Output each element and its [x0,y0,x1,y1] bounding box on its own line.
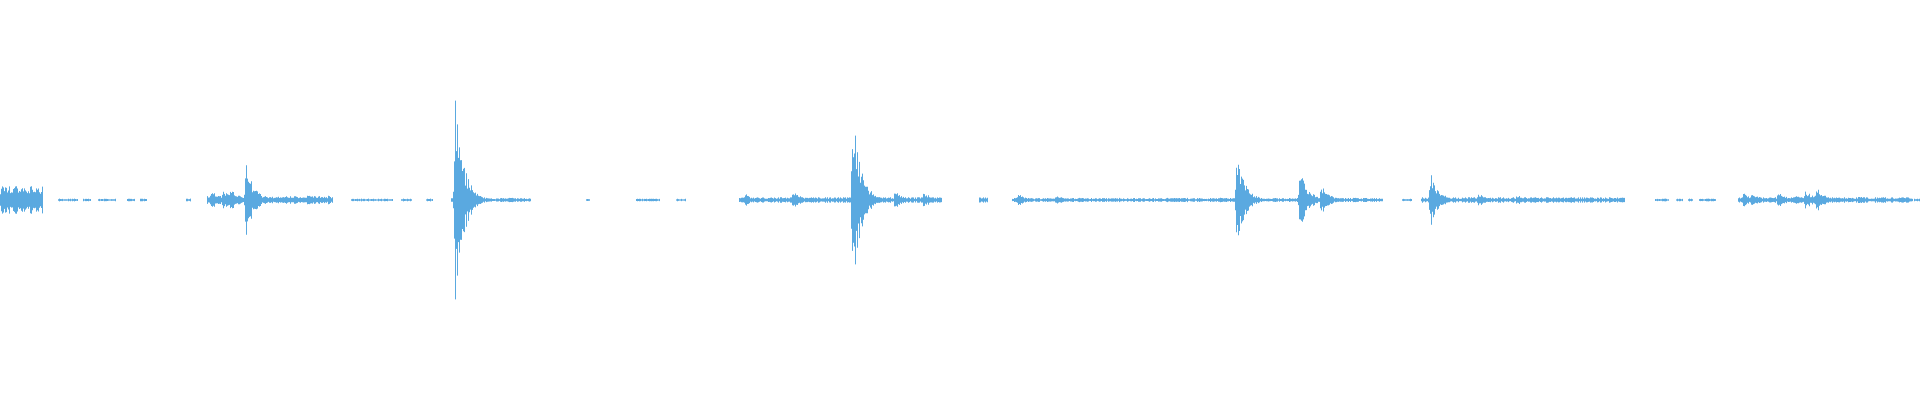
waveform-segment [1676,198,1683,202]
waveform-segment [1688,198,1693,202]
waveform-segment [98,198,116,202]
waveform-peaks [0,100,1920,300]
waveform-segment [186,198,191,202]
waveform-segment [1655,198,1669,202]
waveform-segment [401,198,412,202]
waveform-segment [1012,164,1383,236]
waveform-segment [979,197,988,203]
waveform-segment [58,198,78,202]
waveform-segment [636,198,660,202]
waveform-segment [127,198,135,202]
waveform-segment [426,198,433,202]
waveform-segment [1699,198,1716,202]
waveform-segment [1402,198,1412,202]
waveform-segment [676,198,686,202]
waveform-segment [586,199,590,201]
waveform-segment [451,100,531,300]
waveform-segment [207,165,333,235]
waveform-segment [739,135,942,265]
waveform-segment [1914,198,1920,202]
waveform-segment [1738,189,1913,211]
waveform-segment [351,198,393,202]
waveform-segment [140,198,147,202]
waveform-segment [83,198,91,202]
waveform-segment [1421,175,1625,225]
waveform-segment [0,186,43,214]
